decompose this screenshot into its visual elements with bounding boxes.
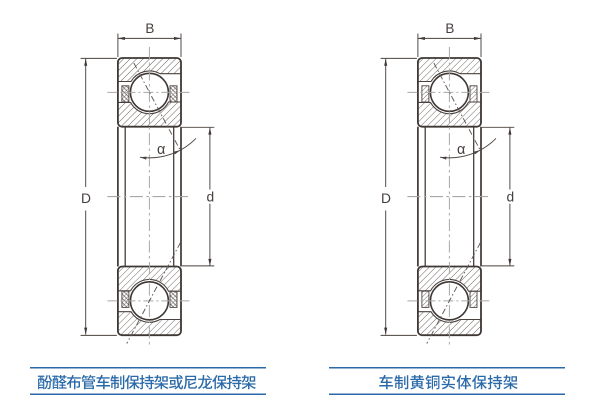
svg-text:D: D bbox=[381, 191, 391, 206]
svg-text:B: B bbox=[145, 21, 154, 36]
svg-text:α: α bbox=[457, 142, 465, 158]
svg-text:D: D bbox=[81, 191, 91, 206]
svg-text:d: d bbox=[506, 189, 514, 204]
svg-text:α: α bbox=[157, 142, 165, 158]
svg-text:d: d bbox=[206, 189, 214, 204]
svg-text:B: B bbox=[445, 21, 454, 36]
